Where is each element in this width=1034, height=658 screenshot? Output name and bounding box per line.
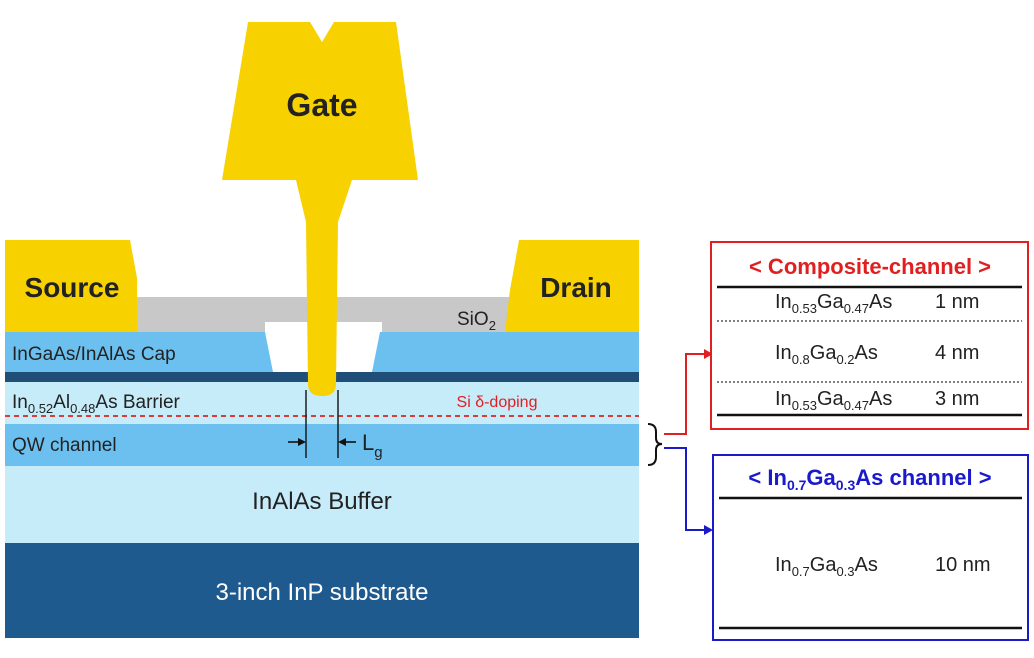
ingaas-arrowhead <box>704 525 713 535</box>
composite-row-1-material: In0.53Ga0.47As <box>775 291 892 316</box>
drain-contact <box>505 240 639 332</box>
sio2-label: SiO2 <box>457 309 496 333</box>
source-contact <box>5 240 137 332</box>
drain-label: Drain <box>540 272 612 303</box>
buffer-label: InAlAs Buffer <box>252 488 392 515</box>
composite-row-2-material: In0.8Ga0.2As <box>775 342 878 367</box>
substrate-label: 3-inch InP substrate <box>215 579 428 606</box>
ingaas-title: < In0.7Ga0.3As channel > <box>748 465 991 493</box>
composite-row-3-material: In0.53Ga0.47As <box>775 388 892 413</box>
composite-connector <box>664 353 706 435</box>
lg-arrowhead-right <box>338 438 346 446</box>
gate-label: Gate <box>286 87 357 123</box>
ingaas-connector <box>664 447 706 531</box>
cap-label: InGaAs/InAlAs Cap <box>12 344 176 365</box>
channel-brace <box>647 423 663 466</box>
lg-arrowhead-left <box>298 438 306 446</box>
barrier-label: In0.52Al0.48As Barrier <box>12 392 181 416</box>
composite-row-2-thickness: 4 nm <box>935 342 979 364</box>
qw-channel-layer <box>5 424 639 466</box>
ingaas-row-thickness: 10 nm <box>935 554 991 576</box>
composite-channel-box <box>710 241 1029 430</box>
si-doping-label: Si δ-doping <box>457 394 538 411</box>
composite-arrowhead <box>704 349 713 359</box>
ingaas-channel-box <box>712 454 1029 641</box>
ingaas-row-material: In0.7Ga0.3As <box>775 554 878 579</box>
qw-channel-label: QW channel <box>12 435 117 456</box>
source-label: Source <box>25 272 120 303</box>
composite-row-1-thickness: 1 nm <box>935 291 979 313</box>
gate-electrode <box>222 22 418 396</box>
lg-label: Lg <box>362 430 383 461</box>
buffer-layer <box>5 466 639 543</box>
composite-row-3-thickness: 3 nm <box>935 388 979 410</box>
composite-title: < Composite-channel > <box>749 254 991 279</box>
substrate-layer <box>5 543 639 638</box>
